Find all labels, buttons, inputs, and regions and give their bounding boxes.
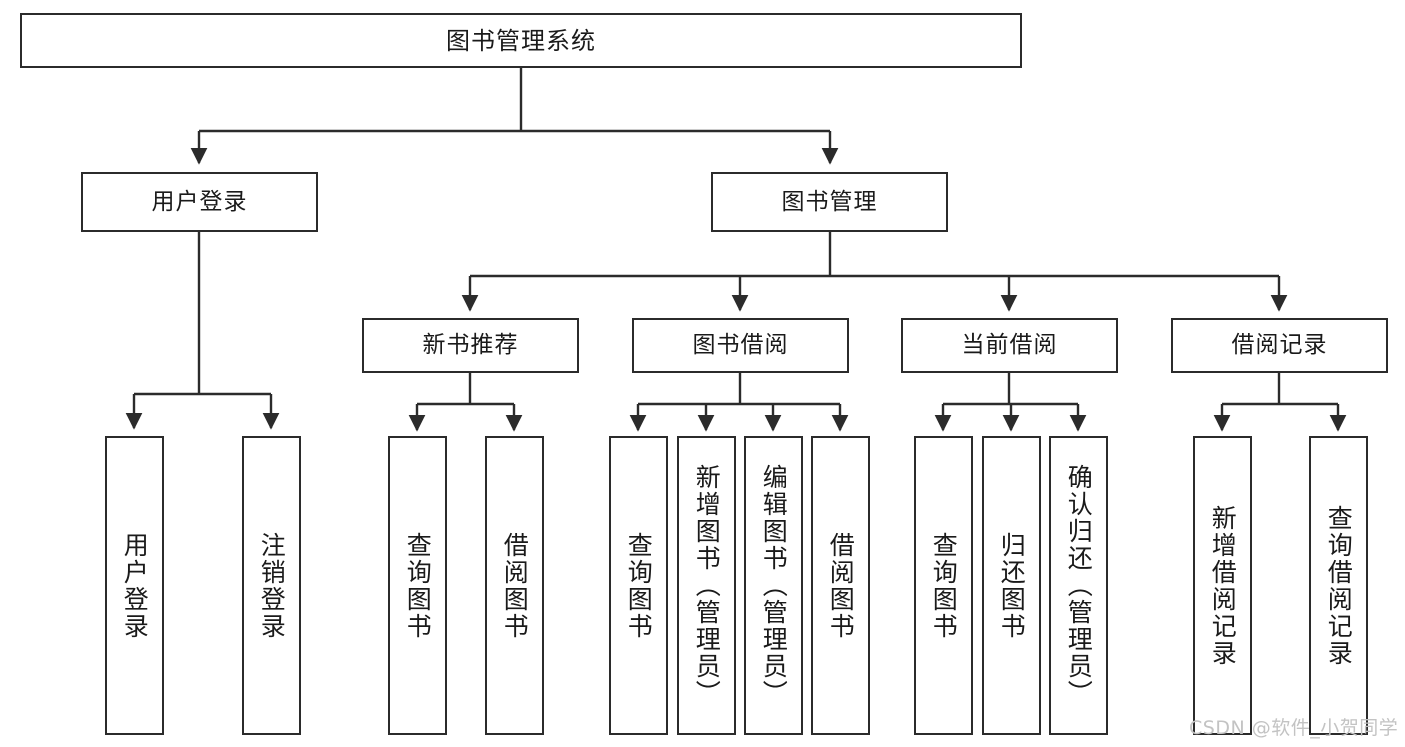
node-leaf-add-book[interactable]: 新增图书（管理员） xyxy=(677,436,736,735)
node-leaf-edit-book[interactable]: 编辑图书（管理员） xyxy=(744,436,803,735)
node-leaf-borrow-book-1[interactable]: 借阅图书 xyxy=(485,436,544,735)
node-leaf-query-record[interactable]: 查询借阅记录 xyxy=(1309,436,1368,735)
node-user-login[interactable]: 用户登录 xyxy=(81,172,318,232)
node-root-label: 图书管理系统 xyxy=(446,26,596,55)
node-book-management[interactable]: 图书管理 xyxy=(711,172,948,232)
node-leaf-query-book-1[interactable]: 查询图书 xyxy=(388,436,447,735)
node-leaf-user-login[interactable]: 用户登录 xyxy=(105,436,164,735)
node-leaf-query-book-1-label: 查询图书 xyxy=(403,531,433,640)
node-book-borrow-label: 图书借阅 xyxy=(692,332,789,358)
node-leaf-edit-book-label: 编辑图书（管理员） xyxy=(759,464,789,707)
node-new-book-recommend-label: 新书推荐 xyxy=(422,332,519,358)
node-leaf-query-record-label: 查询借阅记录 xyxy=(1324,504,1354,667)
node-borrow-record[interactable]: 借阅记录 xyxy=(1171,318,1388,373)
node-leaf-query-book-2-label: 查询图书 xyxy=(624,531,654,640)
node-leaf-confirm-return[interactable]: 确认归还（管理员） xyxy=(1049,436,1108,735)
node-leaf-add-record[interactable]: 新增借阅记录 xyxy=(1193,436,1252,735)
node-user-login-label: 用户登录 xyxy=(151,188,248,215)
node-book-borrow[interactable]: 图书借阅 xyxy=(632,318,849,373)
node-book-management-label: 图书管理 xyxy=(781,188,878,215)
node-leaf-query-book-3[interactable]: 查询图书 xyxy=(914,436,973,735)
csdn-watermark: CSDN @软件_小贺同学 xyxy=(1189,717,1399,739)
node-current-borrow[interactable]: 当前借阅 xyxy=(901,318,1118,373)
node-leaf-add-book-label: 新增图书（管理员） xyxy=(692,464,722,707)
node-new-book-recommend[interactable]: 新书推荐 xyxy=(362,318,579,373)
node-borrow-record-label: 借阅记录 xyxy=(1231,332,1328,358)
node-leaf-borrow-book-2-label: 借阅图书 xyxy=(826,531,856,640)
node-current-borrow-label: 当前借阅 xyxy=(961,332,1058,358)
node-root[interactable]: 图书管理系统 xyxy=(20,13,1022,68)
node-leaf-return-book[interactable]: 归还图书 xyxy=(982,436,1041,735)
node-leaf-borrow-book-2[interactable]: 借阅图书 xyxy=(811,436,870,735)
node-leaf-user-logout-label: 注销登录 xyxy=(257,531,287,640)
node-leaf-user-login-label: 用户登录 xyxy=(120,531,150,640)
node-leaf-query-book-3-label: 查询图书 xyxy=(929,531,959,640)
node-leaf-query-book-2[interactable]: 查询图书 xyxy=(609,436,668,735)
node-leaf-user-logout[interactable]: 注销登录 xyxy=(242,436,301,735)
node-leaf-return-book-label: 归还图书 xyxy=(997,531,1027,640)
node-leaf-add-record-label: 新增借阅记录 xyxy=(1208,504,1238,667)
node-leaf-borrow-book-1-label: 借阅图书 xyxy=(500,531,530,640)
node-leaf-confirm-return-label: 确认归还（管理员） xyxy=(1064,464,1094,707)
